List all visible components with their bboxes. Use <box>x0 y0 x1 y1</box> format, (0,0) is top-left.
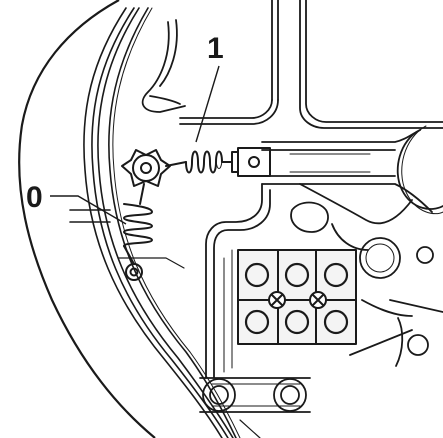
rotary-cam <box>121 149 171 187</box>
callout-leaders <box>50 65 220 225</box>
upper-cutout <box>141 19 186 113</box>
spring-0-anchor <box>117 257 185 281</box>
bottom-rail <box>199 377 311 438</box>
housing-holes <box>290 201 434 356</box>
terminal-sockets <box>244 262 349 335</box>
cross-screw-icon <box>268 291 327 309</box>
callout-label-1: 1 <box>207 32 224 65</box>
spring-bracket <box>231 147 271 177</box>
callout-label-0: 0 <box>26 181 43 214</box>
leader-0 <box>50 195 127 225</box>
vertical-channel <box>205 183 271 379</box>
terminal-block <box>237 249 357 345</box>
spring-0-coil <box>123 183 153 265</box>
frame-ribs <box>179 0 443 129</box>
lens-boundary <box>18 0 156 438</box>
spring-1-coil <box>165 150 233 174</box>
right-hub <box>396 125 443 215</box>
housing-rim <box>83 7 241 438</box>
leader-1 <box>195 65 220 143</box>
right-housing <box>299 183 443 367</box>
